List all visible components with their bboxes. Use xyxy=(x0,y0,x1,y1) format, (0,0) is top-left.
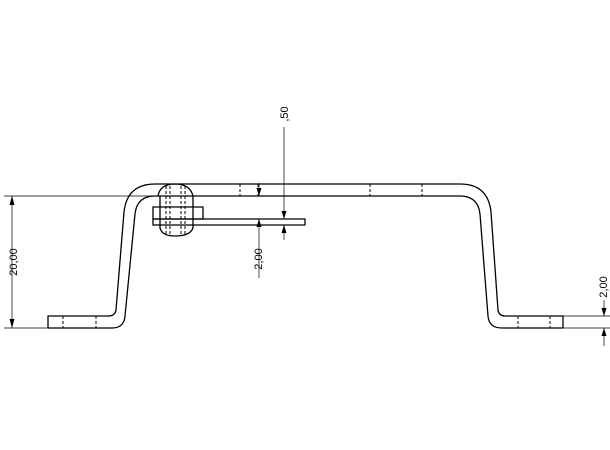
rivet-head xyxy=(157,183,194,237)
rivet-dome xyxy=(157,183,194,197)
bracket-profile xyxy=(47,183,564,329)
plate-offset-label: 2,00 xyxy=(253,248,265,269)
hidden-lines xyxy=(62,184,551,328)
dimension-plate-offset: 2,00 xyxy=(253,183,265,278)
plate-thickness-label: ,50 xyxy=(279,106,291,121)
rivet-lower-dome xyxy=(159,227,194,237)
dimension-overall-height: 20,00 xyxy=(4,195,158,329)
thin-plate xyxy=(152,206,306,226)
plate-clamp xyxy=(152,206,204,220)
foot-thickness-label: 2,00 xyxy=(598,276,610,297)
bracket-outer-contour xyxy=(47,183,564,329)
overall-height-label: 20,00 xyxy=(8,248,20,276)
dimension-foot-thickness: 2,00 xyxy=(563,276,610,346)
plate-body xyxy=(152,218,306,226)
dimension-plate-thickness: ,50 xyxy=(279,106,291,240)
